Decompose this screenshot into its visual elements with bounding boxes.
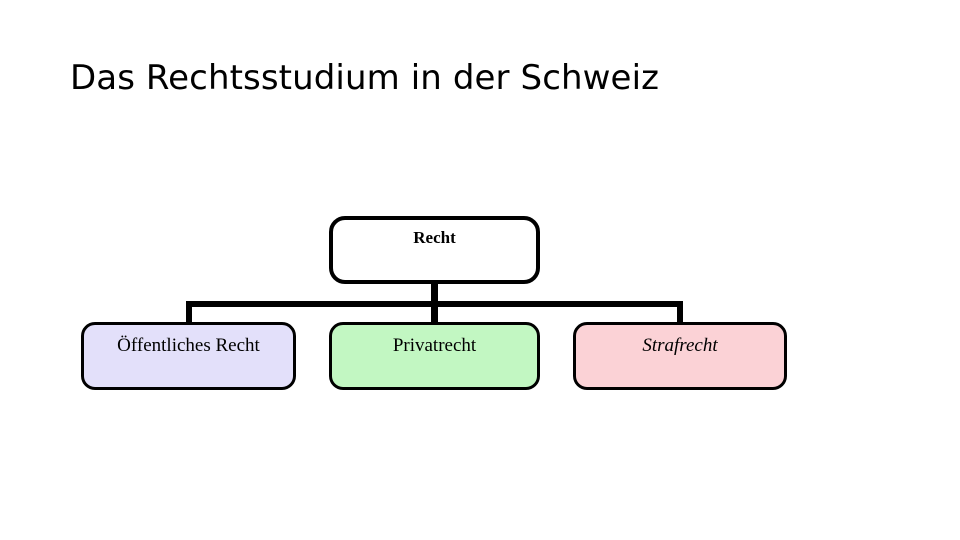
page-title: Das Rechtsstudium in der Schweiz: [70, 58, 660, 98]
diagram-node-privatrecht[interactable]: Privatrecht: [329, 322, 540, 390]
diagram-node-label: Privatrecht: [392, 335, 477, 356]
diagram-node-label: Strafrecht: [642, 335, 718, 356]
connector-drop-oeffentliches-recht: [186, 301, 192, 324]
connector-root-stem: [431, 283, 438, 307]
diagram-node-recht[interactable]: Recht: [329, 216, 540, 284]
diagram-node-label: Recht: [413, 228, 456, 247]
connector-drop-privatrecht: [431, 301, 438, 324]
diagram-node-label: Öffentliches Recht: [117, 335, 260, 356]
diagram-node-oeffentliches-recht[interactable]: Öffentliches Recht: [81, 322, 296, 390]
connector-drop-strafrecht: [677, 301, 683, 324]
diagram-node-strafrecht[interactable]: Strafrecht: [573, 322, 787, 390]
